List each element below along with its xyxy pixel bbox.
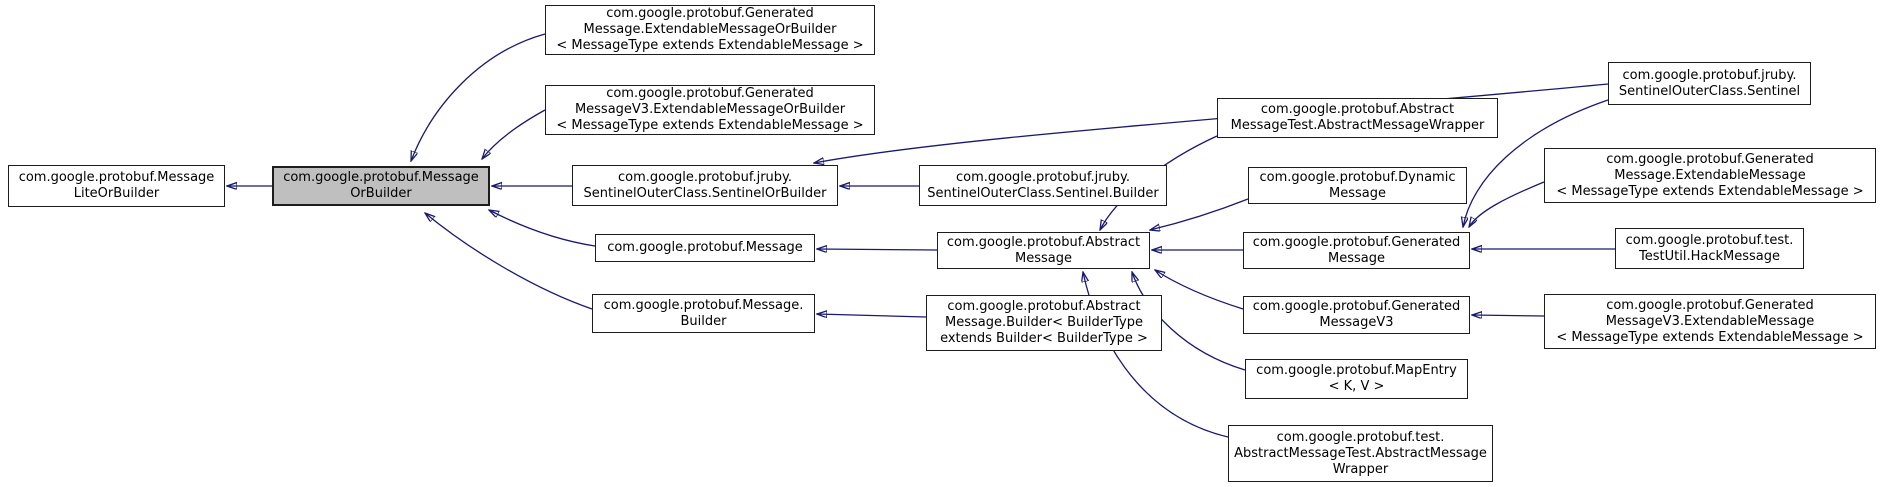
node-label: com.google.protobuf.test. TestUtil.HackM… (1625, 232, 1794, 264)
edge-abstractmessagebuilder-to-messagebuilder (817, 314, 927, 317)
node-abstract-message-test-wrapper[interactable]: com.google.protobuf.Abstract MessageTest… (1217, 98, 1498, 138)
node-label: com.google.protobuf.jruby. SentinelOuter… (583, 169, 827, 201)
node-abstract-message-builder[interactable]: com.google.protobuf.Abstract Message.Bui… (926, 295, 1162, 351)
edge-messagebuilder-to-messageorbuilder (425, 213, 593, 310)
node-label: com.google.protobuf.jruby. SentinelOuter… (927, 169, 1159, 201)
node-label: com.google.protobuf.Generated MessageV3 (1252, 299, 1461, 330)
node-label: com.google.protobuf.Generated MessageV3.… (1556, 297, 1864, 345)
node-test-util-hack-message[interactable]: com.google.protobuf.test. TestUtil.HackM… (1615, 228, 1804, 269)
node-label: com.google.protobuf.MapEntry < K, V > (1256, 363, 1457, 394)
node-generated-message[interactable]: com.google.protobuf.Generated Message (1243, 232, 1470, 269)
node-label: com.google.protobuf.Generated MessageV3.… (556, 86, 864, 133)
node-generated-message-extendable-message[interactable]: com.google.protobuf.Generated Message.Ex… (1544, 148, 1876, 203)
edge-abstractmessage-to-message (817, 249, 938, 250)
node-message[interactable]: com.google.protobuf.Message (595, 234, 815, 262)
edge-message-to-messageorbuilder (489, 210, 596, 247)
edge-mapentry-to-abstractmessage (1132, 272, 1246, 371)
node-message-or-builder[interactable]: com.google.protobuf.Message OrBuilder (272, 166, 490, 206)
node-message-lite-or-builder[interactable]: com.google.protobuf.Message LiteOrBuilde… (8, 165, 225, 207)
node-label: com.google.protobuf.Message LiteOrBuilde… (18, 170, 215, 201)
node-label: com.google.protobuf.Generated Message.Ex… (1556, 151, 1864, 199)
node-generated-message-v3-extendable-message-or-builder[interactable]: com.google.protobuf.Generated MessageV3.… (545, 85, 875, 135)
node-generated-message-v3[interactable]: com.google.protobuf.Generated MessageV3 (1243, 296, 1470, 334)
node-sentinel[interactable]: com.google.protobuf.jruby. SentinelOuter… (1608, 62, 1811, 105)
edge-sentinel-to-sentinelorbuilder (814, 83, 1609, 163)
edge-testabstractmessagetestwrapper-to-abstractmessage (1083, 272, 1229, 438)
node-label: com.google.protobuf.Generated Message.Ex… (556, 6, 864, 53)
node-message-builder[interactable]: com.google.protobuf.Message. Builder (592, 294, 815, 333)
edge-sentinel-to-generatedmessage (1463, 99, 1609, 227)
node-label: com.google.protobuf.Dynamic Message (1259, 169, 1456, 201)
node-generated-message-v3-extendable-message[interactable]: com.google.protobuf.Generated MessageV3.… (1544, 294, 1876, 349)
node-label: com.google.protobuf.test. AbstractMessag… (1234, 429, 1487, 477)
node-label: com.google.protobuf.Generated Message (1252, 234, 1461, 266)
node-sentinel-or-builder[interactable]: com.google.protobuf.jruby. SentinelOuter… (572, 165, 838, 206)
edge-dynamicmessage-to-abstractmessage (1150, 198, 1249, 230)
node-generated-message-extendable-message-or-builder[interactable]: com.google.protobuf.Generated Message.Ex… (545, 5, 875, 55)
node-label: com.google.protobuf.Abstract Message.Bui… (940, 299, 1148, 346)
node-label: com.google.protobuf.Message OrBuilder (283, 170, 479, 201)
edge-gm-extmsgorbuilder-to-messageorbuilder (411, 33, 546, 161)
node-sentinel-builder[interactable]: com.google.protobuf.jruby. SentinelOuter… (919, 165, 1167, 206)
node-label: com.google.protobuf.Message. Builder (603, 297, 804, 329)
edge-gm-extendablemessage-to-generatedmessage (1469, 181, 1545, 227)
node-dynamic-message[interactable]: com.google.protobuf.Dynamic Message (1248, 167, 1467, 204)
node-label: com.google.protobuf.jruby. SentinelOuter… (1618, 67, 1801, 99)
node-label: com.google.protobuf.Abstract MessageTest… (1230, 102, 1485, 133)
node-map-entry[interactable]: com.google.protobuf.MapEntry < K, V > (1245, 359, 1468, 399)
edge-gmv3-extmsgorbuilder-to-messageorbuilder (482, 109, 546, 159)
node-abstract-message[interactable]: com.google.protobuf.Abstract Message (937, 232, 1150, 269)
edge-gmv3-extendablemessage-to-generatedmessagev3 (1472, 315, 1545, 316)
node-label: com.google.protobuf.Message (607, 240, 803, 255)
edge-generatedmessagev3-to-abstractmessage (1155, 270, 1244, 310)
node-label: com.google.protobuf.Abstract Message (946, 234, 1141, 266)
node-test-abstract-message-test-wrapper[interactable]: com.google.protobuf.test. AbstractMessag… (1228, 425, 1493, 482)
